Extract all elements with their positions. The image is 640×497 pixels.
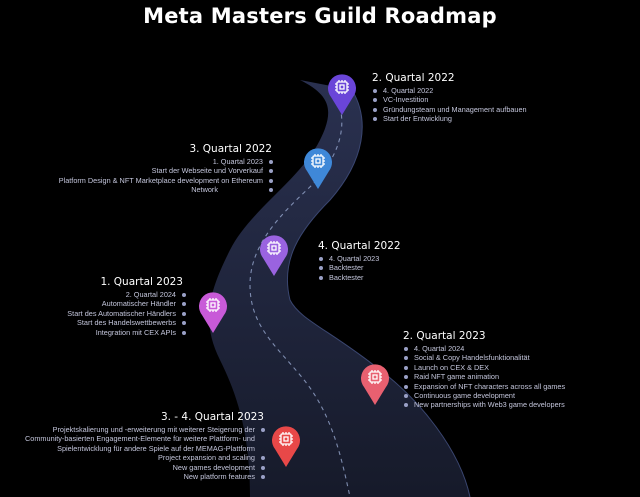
milestone-q3-2022: 3. Quartal 2022 1. Quartal 2023 Start de… [59,143,274,195]
milestone-heading: 2. Quartal 2022 [372,72,455,84]
milestone-heading: 3. - 4. Quartal 2023 [160,411,264,423]
milestone-item: Expansion of NFT characters across all g… [403,382,565,391]
milestone-item: 4. Quartal 2022 [372,86,527,95]
pin-q1-2023 [197,290,229,334]
milestone-item: 1. Quartal 2023 [59,157,274,166]
milestone-item: Gründungsteam und Management aufbauen [372,105,527,114]
milestone-item: Projektskalierung und -erweiterung mit w… [23,425,266,453]
milestone-item: Start des Handelswettbewerbs [67,318,187,327]
chip-icon [267,241,281,255]
milestone-item: Backtester [318,273,401,282]
page-title: Meta Masters Guild Roadmap [143,4,497,28]
milestone-q2-2023: 2. Quartal 2023 4. Quartal 2024 Social &… [403,330,565,410]
chip-icon [206,298,220,312]
milestone-item: Automatischer Händler [67,299,187,308]
pin-q2-2023 [359,362,391,406]
milestone-q4-2022: 4. Quartal 2022 4. Quartal 2023 Backtest… [318,240,401,282]
chip-icon [335,80,349,94]
milestone-item: Start der Webseite und Vorverkauf [59,166,274,175]
milestone-item: Start der Entwicklung [372,114,527,123]
chip-icon [311,154,325,168]
pin-q3-2022 [302,146,334,190]
milestone-item: Social & Copy Handelsfunktionalität [403,353,565,362]
pin-q2-2022 [326,72,358,116]
milestone-heading: 3. Quartal 2022 [189,143,272,155]
pin-q3-q4-2023 [270,424,302,468]
milestone-q2-2022: 2. Quartal 2022 4. Quartal 2022 VC-Inves… [372,72,527,124]
milestone-item: Network [59,185,274,194]
milestone-item: Launch on CEX & DEX [403,363,565,372]
milestone-heading: 1. Quartal 2023 [100,276,183,288]
milestone-item: New partnerships with Web3 game develope… [403,400,565,409]
milestone-heading: 4. Quartal 2022 [318,240,401,252]
milestone-q3-q4-2023: 3. - 4. Quartal 2023 Projektskalierung u… [23,411,266,481]
milestone-heading: 2. Quartal 2023 [403,330,486,342]
milestone-item: Project expansion and scaling [23,453,266,462]
milestone-item: 4. Quartal 2024 [403,344,565,353]
milestone-q1-2023: 1. Quartal 2023 2. Quartal 2024 Automati… [67,276,187,337]
milestone-item: New platform features [23,472,266,481]
road-surface [209,80,470,497]
chip-icon [368,370,382,384]
chip-icon [279,432,293,446]
milestone-item: Start des Automatischer Händlers [67,309,187,318]
milestone-item: Continuous game development [403,391,565,400]
milestone-item: Integration mit CEX APIs [67,328,187,337]
milestone-item: 4. Quartal 2023 [318,254,401,263]
milestone-item: Raid NFT game animation [403,372,565,381]
road-centerline [249,84,351,497]
milestone-item: New games development [23,463,266,472]
road-edge [286,89,471,497]
milestone-item: VC-Investition [372,95,527,104]
milestone-item: Platform Design & NFT Marketplace develo… [59,176,274,185]
milestone-item: Backtester [318,263,401,272]
pin-q4-2022 [258,233,290,277]
milestone-item: 2. Quartal 2024 [67,290,187,299]
